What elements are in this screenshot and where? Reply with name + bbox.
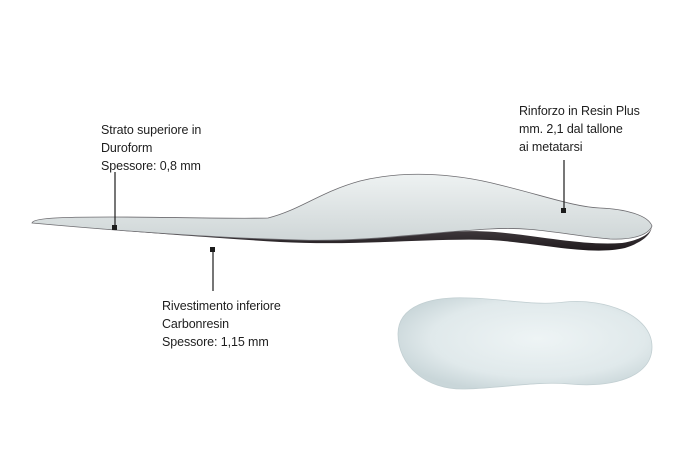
- insole-base-layer: [32, 223, 652, 251]
- top-layer-leader-dot: [112, 225, 117, 230]
- bottom-layer-material-name: Carbonresin: [162, 317, 229, 331]
- reinforcement-extent: mm. 2,1 dal tallone: [519, 122, 623, 136]
- reinforcement-extent-end: ai metatarsi: [519, 140, 583, 154]
- insole-top-layer: [31, 173, 653, 241]
- top-layer-material: Strato superiore in: [101, 123, 202, 137]
- reinforcement-callout: Rinforzo in Resin Plus mm. 2,1 dal tallo…: [519, 102, 640, 156]
- insole-top-view: [397, 297, 653, 390]
- bottom-layer-callout: Rivestimento inferiore Carbonresin Spess…: [162, 297, 281, 351]
- reinforcement-leader-dot: [561, 208, 566, 213]
- bottom-layer-material: Rivestimento inferiore: [162, 299, 281, 313]
- top-layer-callout: Strato superiore in Duroform Spessore: 0…: [101, 121, 201, 175]
- reinforcement-material: Rinforzo in Resin Plus: [519, 104, 640, 118]
- bottom-layer-thickness: Spessore: 1,15 mm: [162, 335, 269, 349]
- top-layer-material-name: Duroform: [101, 141, 153, 155]
- top-layer-thickness: Spessore: 0,8 mm: [101, 159, 201, 173]
- bottom-layer-leader-dot: [210, 247, 215, 252]
